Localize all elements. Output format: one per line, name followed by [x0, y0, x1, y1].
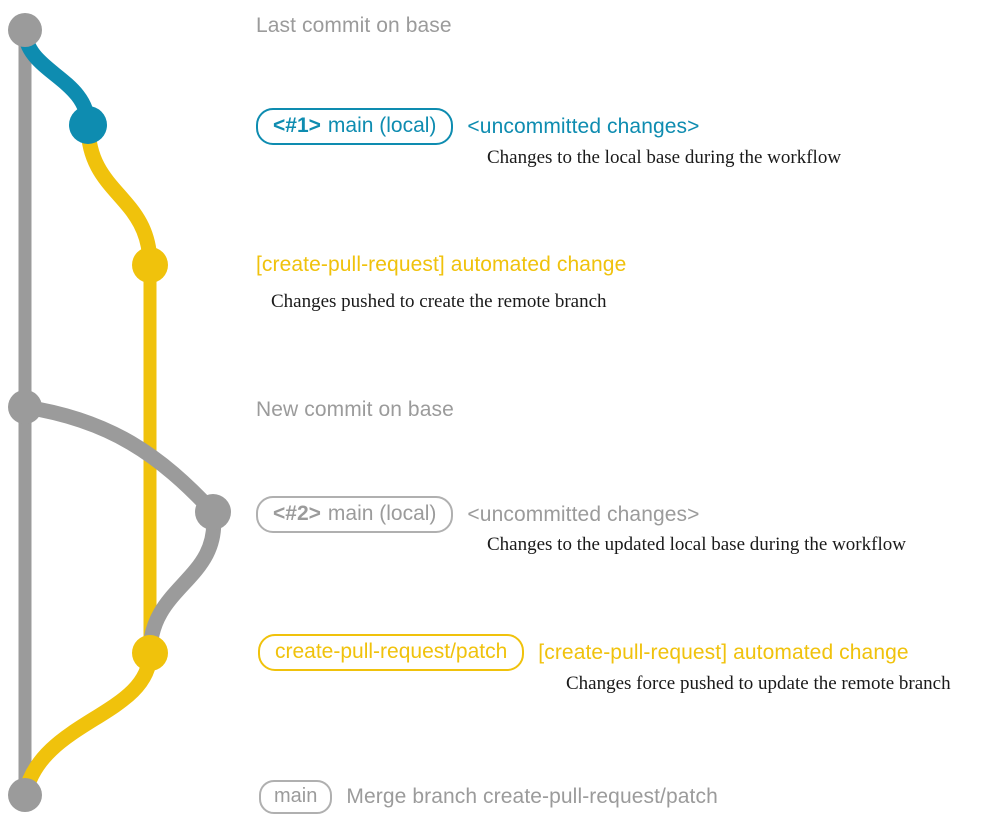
- node-last-commit-on-base[interactable]: [8, 13, 42, 47]
- node-local-uncommitted-2[interactable]: [195, 494, 231, 530]
- commit-message-local-uncommitted-1: <uncommitted changes>: [467, 115, 700, 138]
- edge-patch2-to-merge: [17, 645, 158, 803]
- edge-local1-to-patch1: [80, 117, 158, 273]
- commit-row-local-uncommitted-2: <#2> main (local) <uncommitted changes>: [256, 496, 700, 534]
- ref-pill-suffix: create-pull-request/patch: [275, 640, 508, 663]
- commit-message-new-commit-on-base: New commit on base: [256, 398, 454, 421]
- commit-row-merge-commit: main Merge branch create-pull-request/pa…: [259, 780, 718, 814]
- ref-pill-suffix: main (local): [327, 502, 437, 525]
- commit-description-local-uncommitted-2: Changes to the updated local base during…: [487, 534, 906, 555]
- ref-pill-prefix: <#1>: [273, 114, 321, 137]
- commit-message-merge-commit: Merge branch create-pull-request/patch: [346, 785, 718, 809]
- ref-pill-main-local-2[interactable]: <#2> main (local): [256, 496, 454, 534]
- commit-row-local-uncommitted-1: <#1> main (local) <uncommitted changes>: [256, 108, 700, 146]
- commit-description-automated-change-1: Changes pushed to create the remote bran…: [271, 291, 607, 312]
- node-merge-commit[interactable]: [8, 778, 42, 812]
- commit-row-automated-change-2: create-pull-request/patch [create-pull-r…: [258, 634, 909, 672]
- commit-message-automated-change-1: [create-pull-request] automated change: [256, 253, 627, 276]
- node-automated-change-1[interactable]: [132, 247, 168, 283]
- ref-pill-create-pull-request-patch[interactable]: create-pull-request/patch: [258, 634, 525, 672]
- commit-message-automated-change-2: [create-pull-request] automated change: [538, 641, 909, 664]
- node-automated-change-2[interactable]: [132, 635, 168, 671]
- commit-row-automated-change-1: [create-pull-request] automated change: [256, 253, 626, 276]
- ref-pill-suffix: main (local): [327, 114, 437, 137]
- ref-pill-main[interactable]: main: [259, 780, 333, 814]
- edge-local2-to-patch2: [142, 504, 222, 661]
- ref-pill-main-local-1[interactable]: <#1> main (local): [256, 108, 454, 146]
- edge-base2-to-local2: [17, 399, 221, 520]
- commit-message-last-commit-on-base: Last commit on base: [256, 14, 452, 37]
- ref-pill-suffix: main: [274, 785, 318, 807]
- node-new-commit-on-base[interactable]: [8, 390, 42, 424]
- commit-row-last-commit-on-base: Last commit on base: [256, 14, 452, 37]
- commit-message-local-uncommitted-2: <uncommitted changes>: [467, 503, 700, 526]
- ref-pill-prefix: <#2>: [273, 502, 321, 525]
- commit-row-new-commit-on-base: New commit on base: [256, 398, 454, 421]
- node-local-uncommitted-1[interactable]: [69, 106, 107, 144]
- commit-description-local-uncommitted-1: Changes to the local base during the wor…: [487, 147, 842, 168]
- commit-description-automated-change-2: Changes force pushed to update the remot…: [566, 673, 951, 694]
